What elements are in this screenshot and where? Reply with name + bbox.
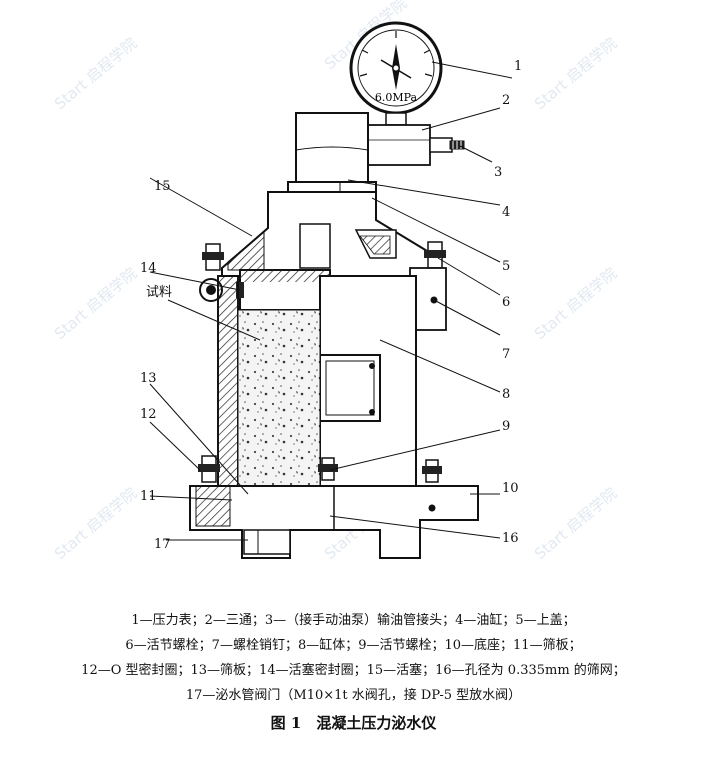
callout-5: 5 [502, 259, 510, 274]
callout-16: 16 [502, 531, 519, 546]
figure-title: 图 1 混凝土压力泌水仪 [270, 714, 437, 732]
oil-pipe-connector [429, 137, 465, 153]
callout-15: 15 [154, 179, 171, 194]
diagram: Start 启程学院 Start 启程学院 Start 启程学院 Start 启… [51, 0, 620, 563]
callout-3: 3 [494, 165, 502, 180]
callout-11: 11 [140, 489, 157, 504]
tee-fitting [367, 124, 431, 166]
legend-line-3: 12—O 型密封圈；13—筛板；14—活塞密封圈；15—活塞；16—孔径为 0.… [81, 663, 626, 678]
gauge-reading: 6.0MPa [375, 91, 418, 104]
callout-8: 8 [502, 387, 510, 402]
leader-lines [149, 61, 513, 541]
callout-7: 7 [502, 347, 510, 362]
callout-17: 17 [154, 537, 171, 552]
watermark-3: Start 启程学院 [531, 34, 620, 113]
legend-line-4: 17—泌水管阀门（M10×1t 水阀孔，接 DP-5 型放水阀） [185, 688, 522, 703]
callout-6: 6 [502, 295, 510, 310]
watermark-6: Start 启程学院 [51, 484, 140, 563]
legend-line-2: 6—活节螺栓；7—螺栓销钉；8—缸体；9—活节螺栓；10—底座；11—筛板； [125, 638, 582, 653]
callout-14: 14 [140, 261, 157, 276]
callout-12: 12 [140, 407, 157, 422]
callout-9: 9 [502, 419, 510, 434]
cylinder-body [217, 275, 417, 487]
watermark-4: Start 启程学院 [51, 264, 140, 343]
concrete-sample [237, 309, 321, 489]
callout-13: 13 [140, 371, 157, 386]
watermark-1: Start 启程学院 [51, 34, 140, 113]
watermark-8: Start 启程学院 [531, 484, 620, 563]
top-cover [221, 191, 433, 277]
callout-1: 1 [514, 59, 522, 74]
callout-10: 10 [502, 481, 519, 496]
callout-labels: 1 2 3 4 5 6 7 8 9 10 11 12 13 14 15 16 1… [140, 59, 522, 552]
watermark-5: Start 启程学院 [531, 264, 620, 343]
callout-4: 4 [502, 205, 510, 220]
sample-label: 试料 [146, 285, 172, 300]
legend-line-1: 1—压力表；2—三通；3—（接手动油泵）输油管接头；4—油缸；5—上盖； [131, 613, 576, 628]
callout-2: 2 [502, 93, 510, 108]
bleed-valve [243, 529, 291, 555]
hinge-bolt-bottom-right [318, 457, 442, 483]
pressure-gauge: 6.0MPa [349, 21, 443, 126]
